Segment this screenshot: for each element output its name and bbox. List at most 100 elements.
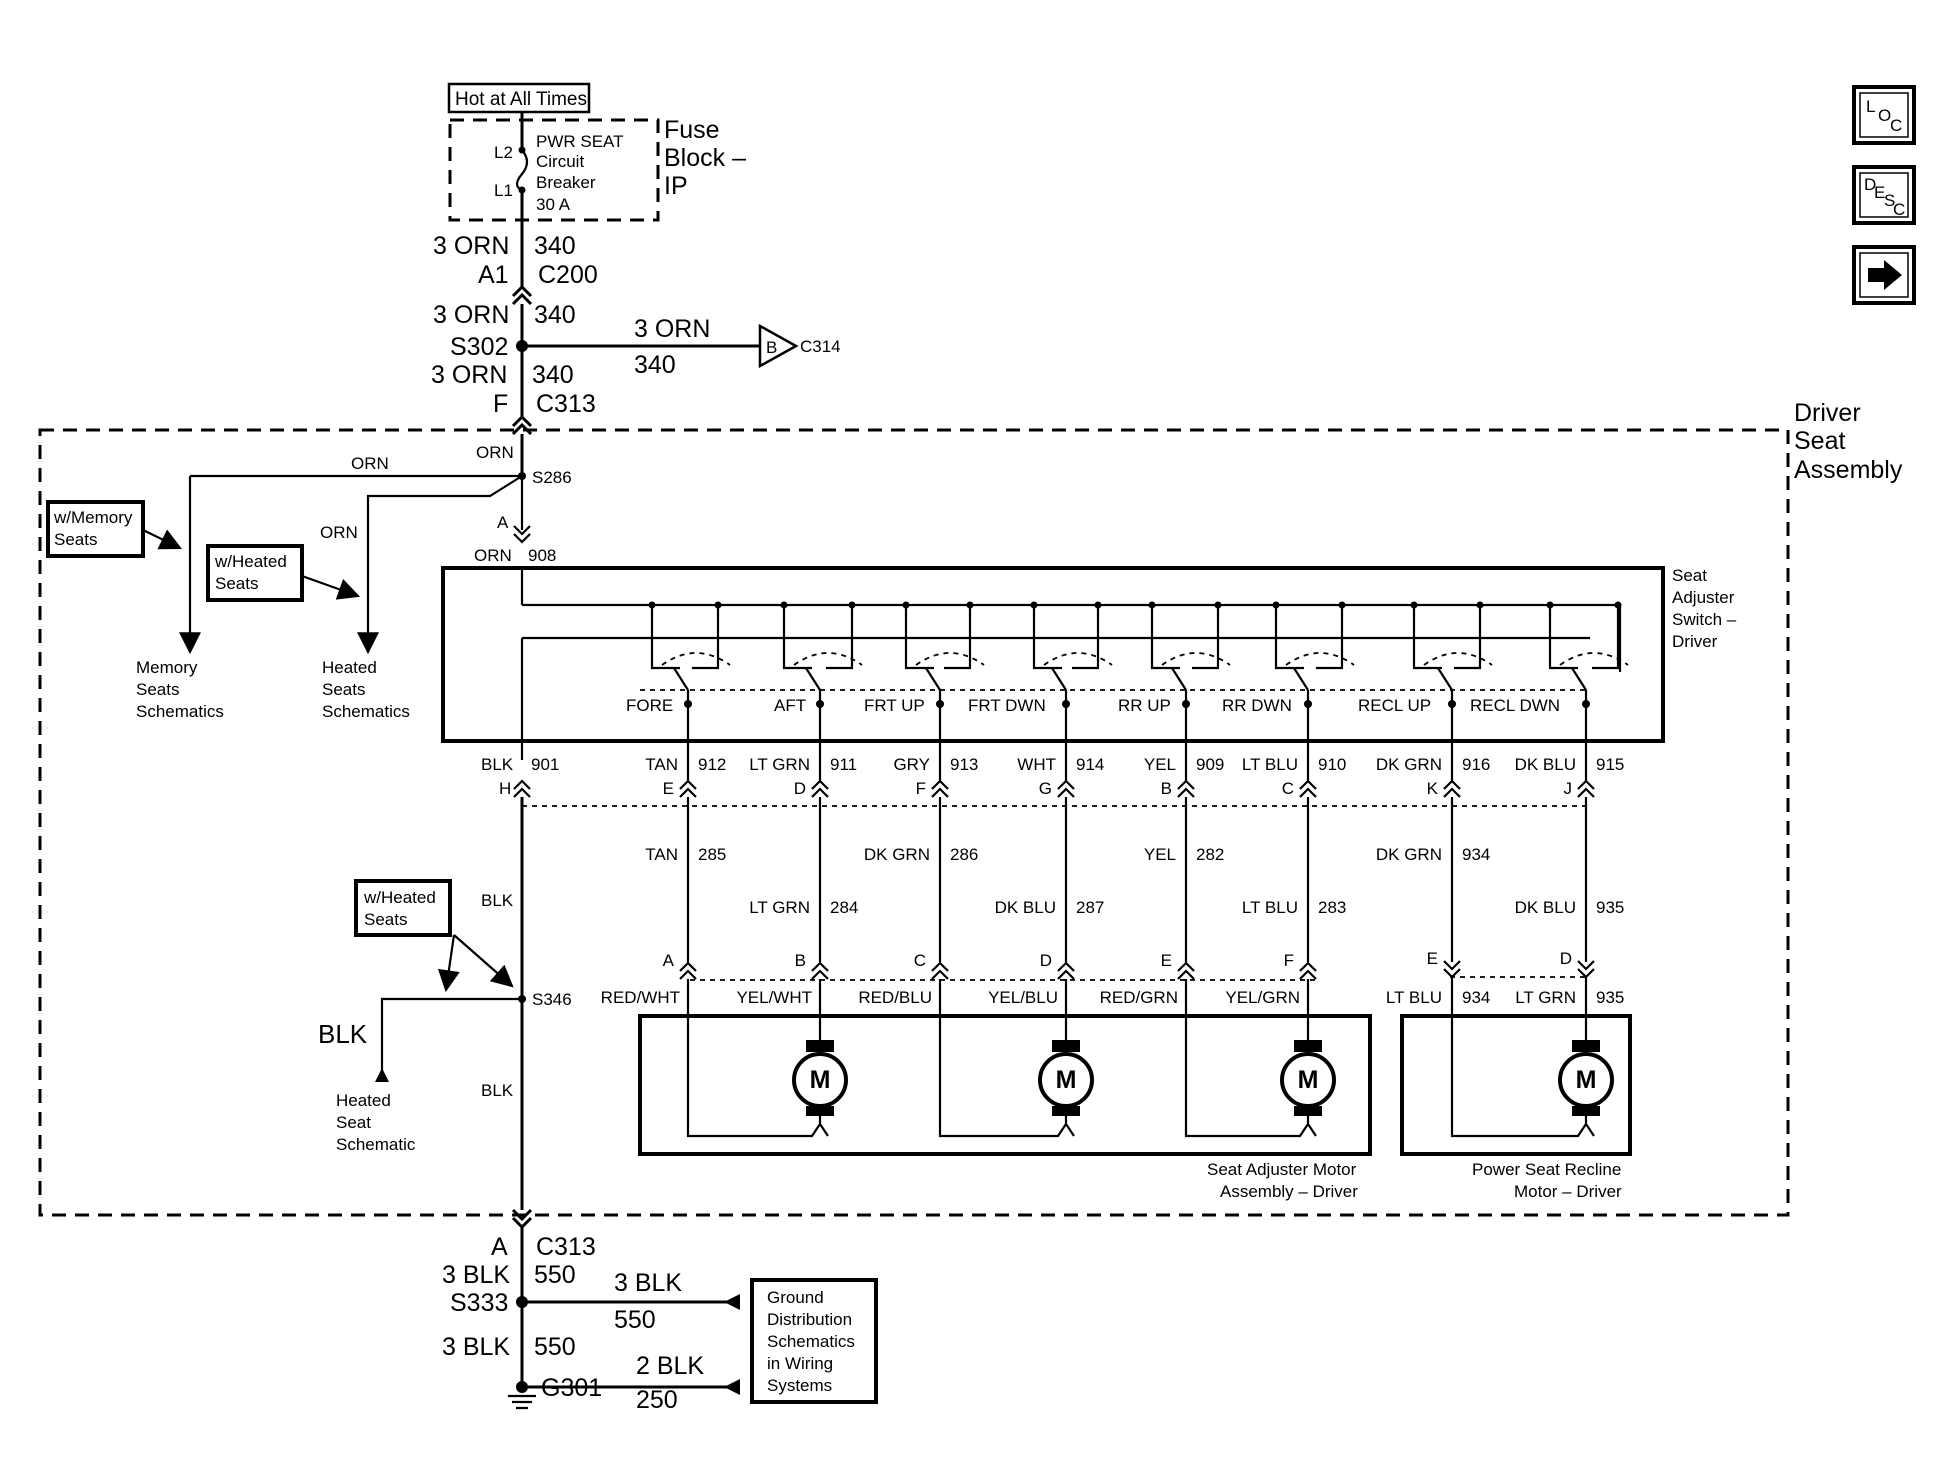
recline-connector-pin: E bbox=[1427, 949, 1438, 968]
loc-button[interactable]: L O C bbox=[1852, 85, 1916, 145]
memory-ref-3: Schematics bbox=[136, 702, 224, 721]
connector-symbol bbox=[1299, 961, 1317, 980]
output-wire-num: 909 bbox=[1196, 755, 1224, 774]
desc-button[interactable]: D E S C bbox=[1852, 165, 1916, 225]
switch-junction bbox=[1546, 601, 1554, 609]
driver-seat-assembly-3: Assembly bbox=[1794, 456, 1903, 484]
connector-symbol bbox=[1177, 779, 1195, 798]
fuse-block-2: Block – bbox=[664, 144, 746, 172]
output-connector-pin: C bbox=[1282, 779, 1294, 798]
recline-wire-color: LT GRN bbox=[1515, 988, 1576, 1007]
switch-junction bbox=[902, 601, 910, 609]
connector-symbol bbox=[811, 961, 829, 980]
output-wire-color: TAN bbox=[645, 755, 678, 774]
motor-wire-color: YEL/BLU bbox=[988, 988, 1058, 1007]
g1-num: 550 bbox=[534, 1261, 576, 1289]
heated-tag-1: w/Heated bbox=[214, 552, 287, 571]
output-connector-pin: B bbox=[1161, 779, 1172, 798]
motor-symbol: M bbox=[1576, 1066, 1597, 1094]
motor-connector-pin: E bbox=[1161, 951, 1172, 970]
harness-wire-color: LT GRN bbox=[749, 898, 810, 917]
c314-pin: B bbox=[766, 338, 777, 357]
heated-seat-1: Heated bbox=[336, 1091, 391, 1110]
ground-ref-4: in Wiring bbox=[767, 1354, 833, 1373]
blk-mid: BLK bbox=[481, 891, 514, 910]
motor-brush-bottom bbox=[1572, 1106, 1600, 1116]
fuse-label-1: PWR SEAT bbox=[536, 132, 624, 151]
switch-name-3: Switch – bbox=[1672, 610, 1737, 629]
harness-wire-color: DK GRN bbox=[864, 845, 930, 864]
motor-wire-color: RED/BLU bbox=[858, 988, 932, 1007]
heated-ref-3: Schematics bbox=[322, 702, 410, 721]
switch-junction bbox=[1214, 601, 1222, 609]
switch-pivot bbox=[1304, 700, 1312, 708]
motor-brush-bottom bbox=[1052, 1106, 1080, 1116]
s302: S302 bbox=[450, 333, 508, 361]
s286: S286 bbox=[532, 468, 572, 487]
switch-position-label: RECL DWN bbox=[1470, 696, 1560, 715]
w3-color: 3 ORN bbox=[431, 361, 507, 389]
output-wire-num: 916 bbox=[1462, 755, 1490, 774]
g2-color: 3 BLK bbox=[442, 1333, 510, 1361]
switch-pin-a: A bbox=[497, 513, 509, 532]
harness-wire-color: DK GRN bbox=[1376, 845, 1442, 864]
switch-pivot bbox=[1448, 700, 1456, 708]
c313-pin: F bbox=[493, 390, 508, 418]
next-button[interactable] bbox=[1852, 245, 1916, 305]
switch-position-label: RR DWN bbox=[1222, 696, 1292, 715]
fuse-block-3: IP bbox=[664, 172, 688, 200]
blk-901-num: 901 bbox=[531, 755, 559, 774]
motor-brush-top bbox=[1294, 1040, 1322, 1052]
output-wire-color: DK BLU bbox=[1515, 755, 1576, 774]
heated2-tag-1: w/Heated bbox=[363, 888, 436, 907]
switch-junction bbox=[780, 601, 788, 609]
seat-adjuster-switch bbox=[441, 566, 1665, 743]
connector-symbol bbox=[1177, 961, 1195, 980]
harness-wire-num: 935 bbox=[1596, 898, 1624, 917]
harness-wire-color: TAN bbox=[645, 845, 678, 864]
switch-pivot bbox=[1182, 700, 1190, 708]
switch-blade bbox=[1571, 667, 1587, 691]
switch-junction bbox=[1030, 601, 1038, 609]
switch-junction bbox=[848, 601, 856, 609]
motor-symbol: M bbox=[1298, 1066, 1319, 1094]
memory-tag-1: w/Memory bbox=[53, 508, 133, 527]
recline-motor-box bbox=[1400, 1014, 1632, 1156]
output-connector-pin: E bbox=[663, 779, 674, 798]
switch-junction bbox=[1094, 601, 1102, 609]
heated-ref-1: Heated bbox=[322, 658, 377, 677]
branch-color: 3 ORN bbox=[634, 315, 710, 343]
loc-text-o: O bbox=[1878, 106, 1891, 125]
output-connector-pin: J bbox=[1564, 779, 1573, 798]
switch-blade bbox=[805, 667, 821, 691]
switch-pivot bbox=[684, 700, 692, 708]
harness-wire-num: 283 bbox=[1318, 898, 1346, 917]
connector-symbol bbox=[811, 779, 829, 798]
w2-num: 340 bbox=[534, 301, 576, 329]
heated-tag-2: Seats bbox=[215, 574, 258, 593]
heated-seat-2: Seat bbox=[336, 1113, 371, 1132]
heated-blk: BLK bbox=[318, 1019, 368, 1049]
c313b: C313 bbox=[536, 1233, 596, 1261]
blk-low: BLK bbox=[481, 1081, 514, 1100]
motor-brush-top bbox=[806, 1040, 834, 1052]
w2-color: 3 ORN bbox=[433, 301, 509, 329]
motor-symbol: M bbox=[810, 1066, 831, 1094]
g1-color: 3 BLK bbox=[442, 1261, 510, 1289]
recline-wire-color: LT BLU bbox=[1386, 988, 1442, 1007]
recline-motor-2: Motor – Driver bbox=[1514, 1182, 1622, 1201]
switch-pivot bbox=[1582, 700, 1590, 708]
switch-junction bbox=[966, 601, 974, 609]
desc-text-e: E bbox=[1874, 183, 1885, 202]
desc-text-d: D bbox=[1864, 175, 1876, 194]
ground-ref-2: Distribution bbox=[767, 1310, 852, 1329]
connector-symbol bbox=[1443, 960, 1461, 979]
gb1-num: 550 bbox=[614, 1306, 656, 1334]
motor-wire-color: RED/WHT bbox=[601, 988, 680, 1007]
motor-connector-pin: C bbox=[914, 951, 926, 970]
w1-num: 340 bbox=[534, 232, 576, 260]
output-wire-color: LT GRN bbox=[749, 755, 810, 774]
l2-label: L2 bbox=[494, 143, 513, 162]
